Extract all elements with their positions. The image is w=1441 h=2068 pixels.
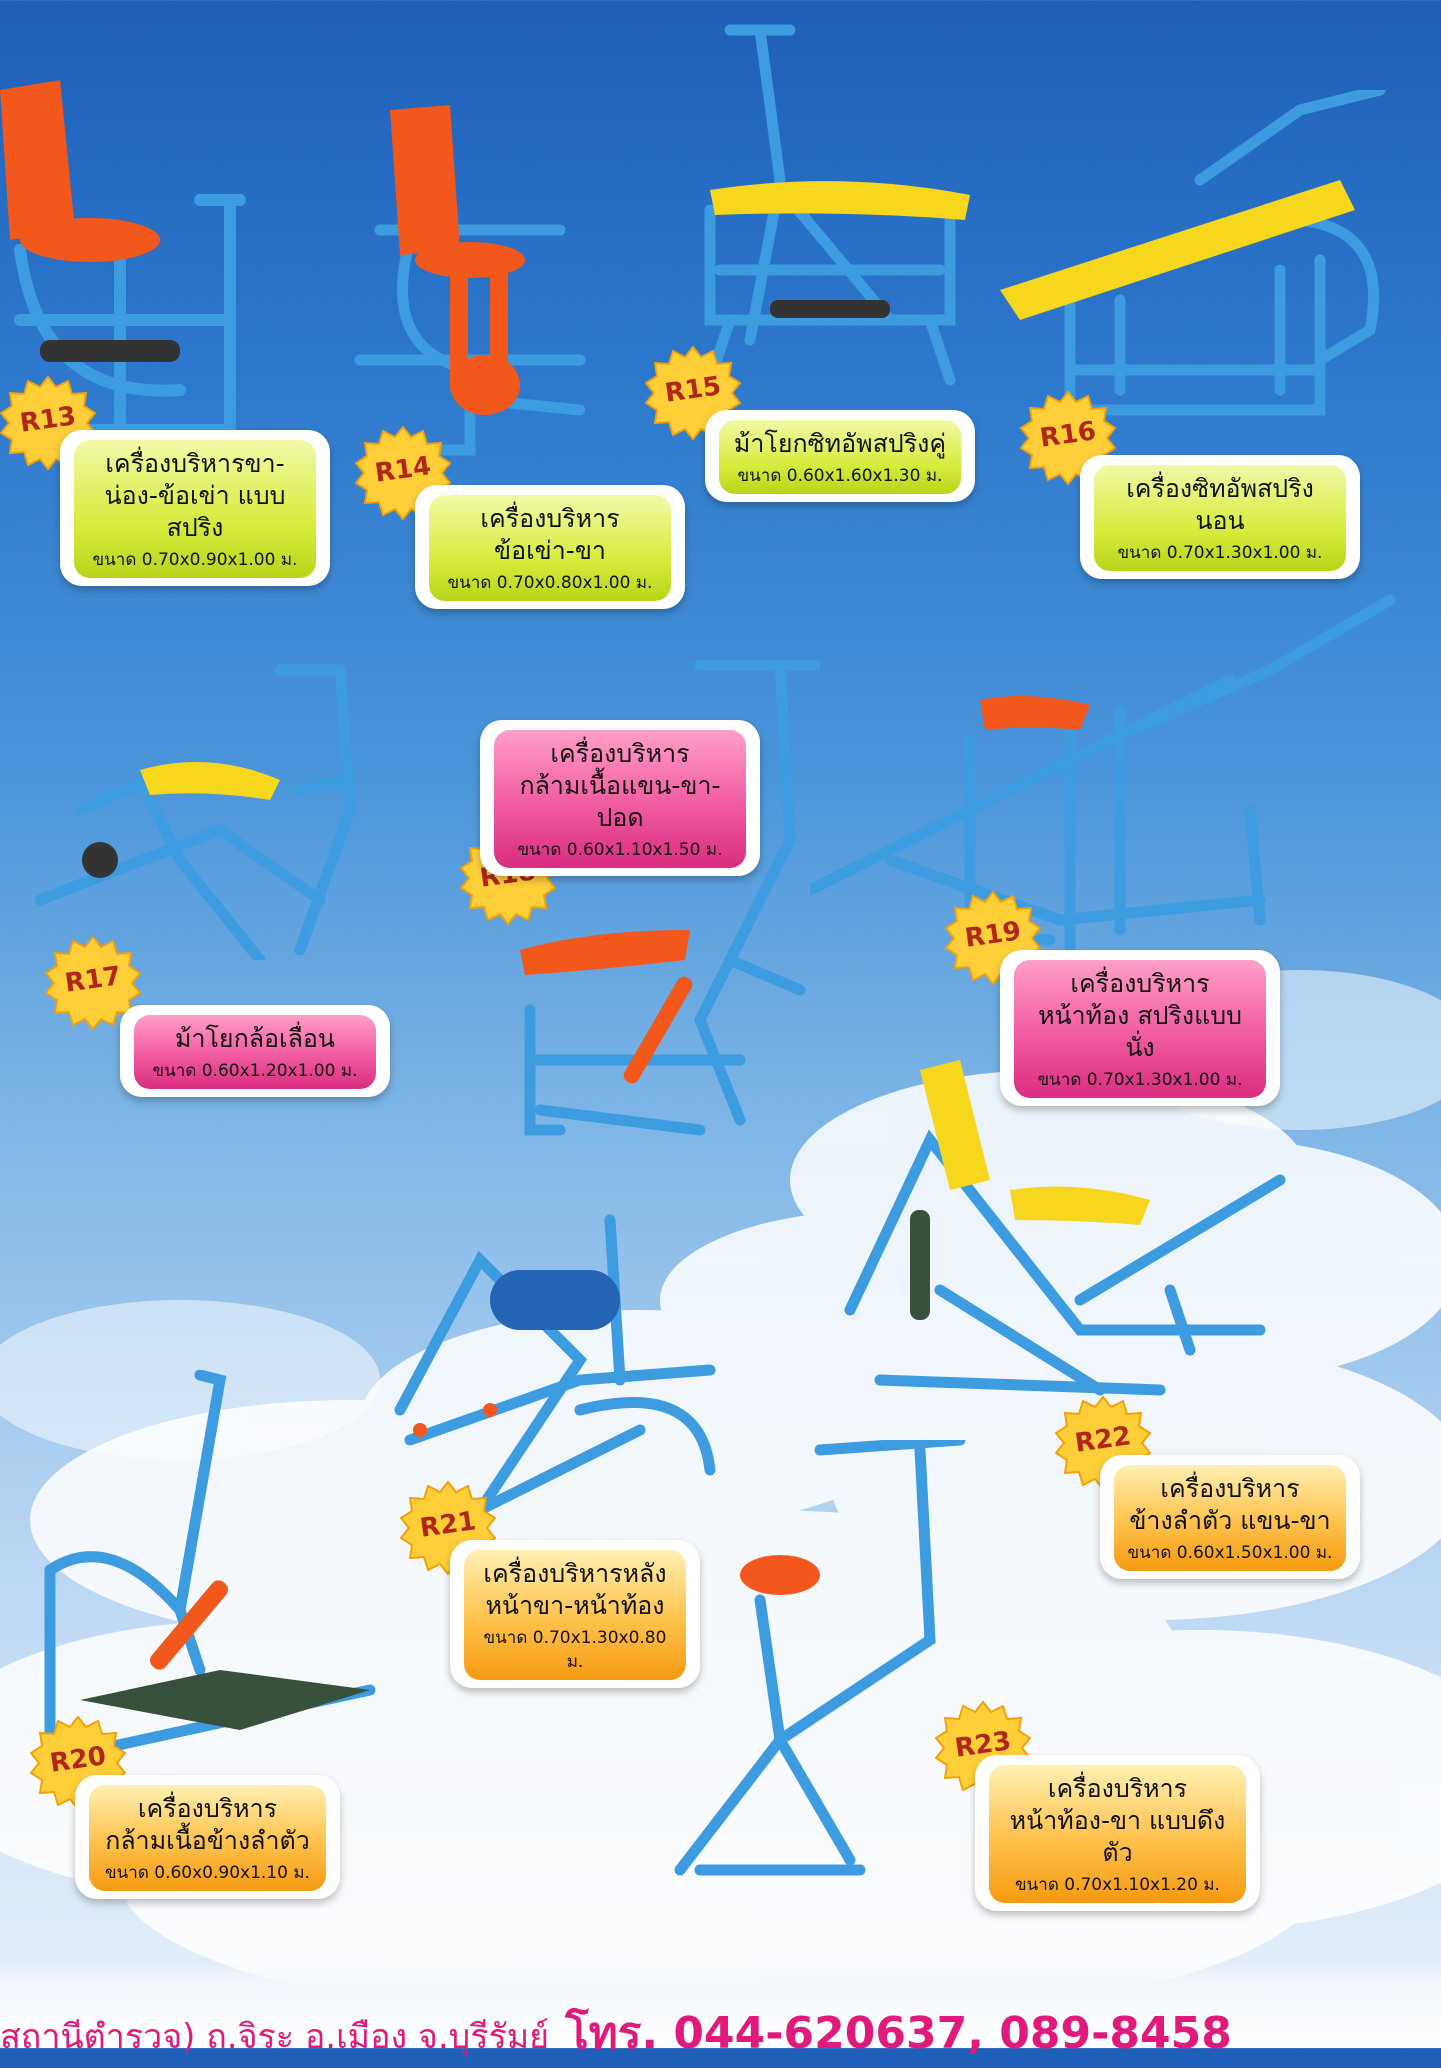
product-name: น่อง-ข้อเข่า แบบสปริง (104, 481, 286, 542)
product-name: เครื่องบริหารขา- (105, 449, 285, 478)
product-label: เครื่องบริหาร กล้ามเนื้อแขน-ขา-ปอด ขนาด … (480, 720, 760, 876)
product-size: ขนาด 0.60x1.50x1.00 ม. (1127, 1543, 1333, 1563)
machine-r15-illustration (704, 24, 970, 386)
machine-r22-illustration (844, 1060, 1286, 1396)
product-size: ขนาด 0.60x0.90x1.10 ม. (105, 1863, 310, 1883)
product-name: หน้าขา-หน้าท้อง (485, 1591, 665, 1620)
product-name: ข้างลำตัว แขน-ขา (1129, 1506, 1331, 1535)
machine-r14-illustration (354, 105, 586, 456)
product-size: ขนาด 0.70x1.30x1.00 ม. (1117, 543, 1323, 563)
footer-phone: โทร. 044-620637, 089-8458 (565, 2008, 1232, 2059)
machine-r19-illustration (810, 594, 1396, 956)
product-label: เครื่องซิทอัพสปริงนอน ขนาด 0.70x1.30x1.0… (1080, 455, 1360, 579)
product-name: เครื่องบริหาร (550, 739, 690, 768)
product-code-badge: R17 (45, 935, 141, 1031)
product-name: เครื่องบริหาร (137, 1794, 278, 1823)
product-label: เครื่องบริหารขา- น่อง-ข้อเข่า แบบสปริง ข… (60, 430, 330, 586)
product-name: ม้าโยกซิทอัพสปริงคู่ (733, 429, 947, 458)
product-name: ม้าโยกล้อเลื่อน (174, 1024, 336, 1053)
product-size: ขนาด 0.70x0.90x1.00 ม. (92, 550, 298, 570)
footer-band (0, 1962, 1441, 2048)
product-name: เครื่องบริหาร (480, 504, 620, 533)
product-label: เครื่องบริหาร ข้อเข่า-ขา ขนาด 0.70x0.80x… (415, 485, 685, 609)
machine-r16-illustration (1000, 90, 1386, 416)
product-size: ขนาด 0.60x1.10x1.50 ม. (517, 840, 723, 860)
product-name: กล้ามเนื้อข้างลำตัว (105, 1826, 310, 1855)
product-label: เครื่องบริหาร หน้าท้อง-ขา แบบดึงตัว ขนาด… (975, 1755, 1260, 1911)
product-name: ข้อเข่า-ขา (494, 536, 606, 565)
product-size: ขนาด 0.70x1.30x1.00 ม. (1037, 1070, 1243, 1090)
product-label: เครื่องบริหารหลัง หน้าขา-หน้าท้อง ขนาด 0… (450, 1540, 700, 1688)
product-name: เครื่องบริหารหลัง (483, 1559, 667, 1588)
product-size: ขนาด 0.70x1.10x1.20 ม. (1015, 1875, 1220, 1895)
product-size: ขนาด 0.70x0.80x1.00 ม. (447, 573, 653, 593)
product-label: ม้าโยกซิทอัพสปริงคู่ ขนาด 0.60x1.60x1.30… (705, 410, 975, 502)
product-label: ม้าโยกล้อเลื่อน ขนาด 0.60x1.20x1.00 ม. (120, 1005, 390, 1097)
product-name: เครื่องซิทอัพสปริงนอน (1126, 474, 1314, 535)
product-size: ขนาด 0.60x1.20x1.00 ม. (152, 1061, 358, 1081)
product-label: เครื่องบริหาร ข้างลำตัว แขน-ขา ขนาด 0.60… (1100, 1455, 1360, 1579)
product-label: เครื่องบริหาร หน้าท้อง สปริงแบบนั่ง ขนาด… (1000, 950, 1280, 1106)
product-name: หน้าท้อง สปริงแบบนั่ง (1038, 1001, 1242, 1062)
product-size: ขนาด 0.60x1.60x1.30 ม. (737, 466, 943, 486)
product-name: เครื่องบริหาร (1070, 969, 1210, 998)
product-label: เครื่องบริหาร กล้ามเนื้อข้างลำตัว ขนาด 0… (75, 1775, 340, 1899)
machine-r23-illustration (674, 1440, 966, 1876)
footer-contact: สถานีตำรวจ) ถ.จิระ อ.เมือง จ.บุรีรัมย์ โท… (0, 1998, 1232, 2068)
footer-address: สถานีตำรวจ) ถ.จิระ อ.เมือง จ.บุรีรัมย์ (0, 2017, 550, 2057)
product-name: กล้ามเนื้อแขน-ขา-ปอด (519, 771, 721, 832)
product-name: เครื่องบริหาร (1160, 1474, 1300, 1503)
product-name: เครื่องบริหาร (1047, 1774, 1188, 1803)
machine-r18-illustration (520, 660, 820, 1136)
product-size: ขนาด 0.70x1.30x0.80 ม. (483, 1628, 667, 1672)
machine-r17-illustration (34, 664, 356, 960)
product-name: หน้าท้อง-ขา แบบดึงตัว (1009, 1806, 1226, 1867)
machine-r21-illustration (394, 1214, 716, 1516)
